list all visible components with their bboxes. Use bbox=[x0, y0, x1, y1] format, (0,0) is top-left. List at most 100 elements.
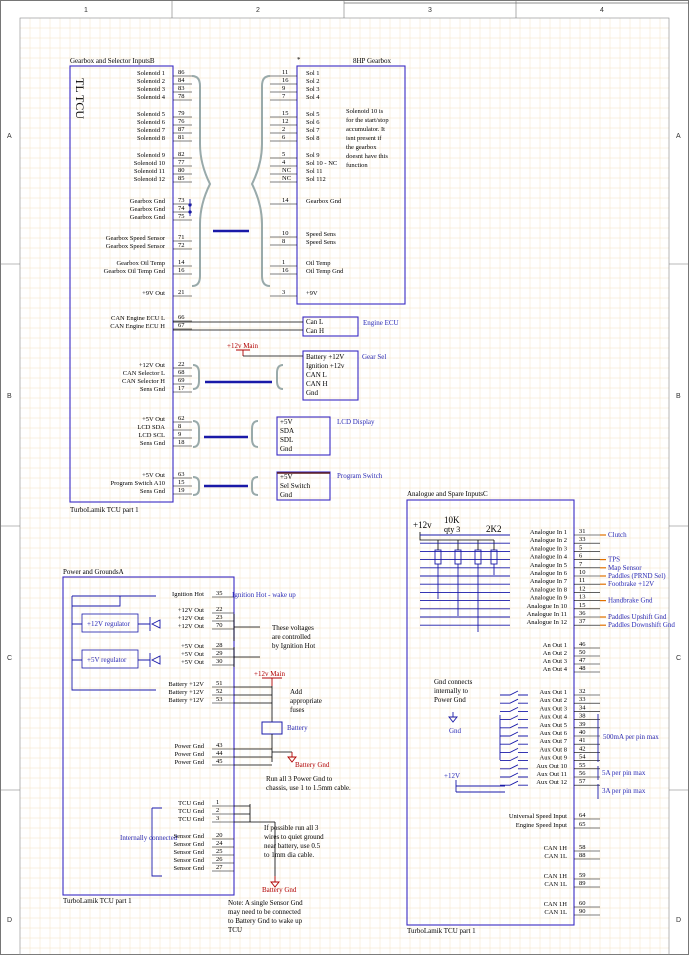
hp-pin-name: Sol 2 bbox=[306, 78, 320, 85]
hp-pin-name: Sol 7 bbox=[306, 127, 320, 134]
tgnd-note-line: wires to quiet ground bbox=[264, 833, 324, 841]
gearbox-pin-number: 66 bbox=[178, 314, 185, 321]
power-pin-name: +12V Out bbox=[178, 607, 204, 614]
lcd-label: LCD Display bbox=[337, 418, 375, 426]
can-name: CAN 1L bbox=[544, 909, 567, 916]
note-line: TCU bbox=[228, 926, 242, 934]
power-pin-name: Power Gnd bbox=[175, 759, 205, 766]
gearbox-pin-name: Sens Gnd bbox=[140, 386, 166, 393]
gearbox-pin-number: 22 bbox=[178, 361, 185, 368]
res-label: qty 3 bbox=[444, 525, 460, 534]
lcd-pin: SDL bbox=[280, 436, 293, 444]
grid-background bbox=[20, 18, 669, 955]
analogue-in-number: 6 bbox=[579, 553, 583, 560]
analogue-in-number: 5 bbox=[579, 544, 582, 551]
power-pin-name: Power Gnd bbox=[175, 751, 205, 758]
gearbox-pin-number: 79 bbox=[178, 110, 185, 117]
gearbox-pin-number: 21 bbox=[178, 289, 185, 296]
gearbox-pin-number: 84 bbox=[178, 77, 185, 84]
main-label: +12v Main bbox=[254, 670, 285, 678]
tgnd-note-line: to 1mm dia cable. bbox=[264, 851, 314, 859]
analog-out-number: 48 bbox=[579, 665, 586, 672]
aux-out-name: Aux Out 2 bbox=[540, 697, 567, 704]
switch-symbol bbox=[500, 723, 528, 729]
gearbox-pin-number: 71 bbox=[178, 234, 185, 241]
block-footer: TurboLamik TCU part 1 bbox=[70, 506, 139, 514]
aux-out-number: 54 bbox=[579, 754, 586, 761]
hp-pin-name: +9V bbox=[306, 290, 318, 297]
power-pin-name: +12V Out bbox=[178, 623, 204, 630]
power-pin-number: 51 bbox=[216, 680, 223, 687]
battery-label: Battery bbox=[287, 724, 308, 732]
can-number: 59 bbox=[579, 872, 586, 879]
power-pin-name: +5V Out bbox=[181, 643, 204, 650]
aux-out-number: 42 bbox=[579, 745, 586, 752]
ignition-note: Ignition Hot - wake up bbox=[232, 591, 296, 599]
power-pin-name: Battery +12V bbox=[168, 697, 204, 704]
switch-symbol bbox=[500, 698, 528, 704]
gearbox-pin-name: LCD SDA bbox=[137, 424, 165, 431]
gearbox-pin-number: 63 bbox=[178, 471, 185, 478]
hp-pin-name: Speed Sens bbox=[306, 239, 336, 246]
row-label: A bbox=[7, 133, 12, 140]
analogue-in-name: Analogue In 2 bbox=[530, 537, 567, 544]
gearbox-pin-number: 74 bbox=[178, 205, 185, 212]
gearbox-pin-number: 62 bbox=[178, 415, 185, 422]
hp-pin-number: 1 bbox=[282, 259, 285, 266]
analogue-in-name: Analogue In 1 bbox=[530, 529, 567, 536]
hp-pin-name: Sol 8 bbox=[306, 135, 320, 142]
power-pin-number: 26 bbox=[216, 856, 223, 863]
power-pin-name: Battery +12V bbox=[168, 689, 204, 696]
power-pin-name: +5V Out bbox=[181, 659, 204, 666]
gearbox-pin-number: 18 bbox=[178, 439, 185, 446]
fuse-note-line: appropriate bbox=[290, 697, 322, 705]
analogue-in-number: 15 bbox=[579, 602, 586, 609]
gearbox-pin-number: 16 bbox=[178, 267, 185, 274]
power-pin-number: 23 bbox=[216, 614, 223, 621]
hp-pin-name: Sol 4 bbox=[306, 94, 320, 101]
row-label: D bbox=[676, 917, 681, 924]
tgnd-note-line: near battery, use 0.5 bbox=[264, 842, 321, 850]
analogue-in-number: 37 bbox=[579, 618, 586, 625]
hp-pin-number: 8 bbox=[282, 238, 285, 245]
note-line: isnt present if bbox=[346, 135, 382, 142]
row-label: A bbox=[676, 133, 681, 140]
analog-out-name: An Out 3 bbox=[543, 658, 567, 665]
can-number: 58 bbox=[579, 844, 586, 851]
analogue-in-name: Analogue In 7 bbox=[530, 578, 568, 585]
col-label: 3 bbox=[428, 7, 432, 14]
analog-out-name: An Out 1 bbox=[543, 642, 567, 649]
gearbox-pin-number: 83 bbox=[178, 85, 185, 92]
power-pin-number: 43 bbox=[216, 742, 223, 749]
hp-pin-number: 11 bbox=[282, 69, 288, 76]
aux-out-name: Aux Out 12 bbox=[536, 779, 567, 786]
pgnd-note-line: chassis, use 1 to 1.5mm cable. bbox=[266, 784, 351, 792]
note-line: Solenoid 10 is bbox=[346, 108, 384, 115]
ecu-pin: Can L bbox=[306, 318, 323, 326]
can-number: 60 bbox=[579, 900, 586, 907]
power-pin-number: 44 bbox=[216, 750, 223, 757]
analog-out-number: 46 bbox=[579, 641, 586, 648]
switch-symbol bbox=[500, 772, 528, 778]
gearbox-pin-number: 81 bbox=[178, 134, 185, 141]
power-pin-number: 53 bbox=[216, 696, 223, 703]
switch-symbol bbox=[500, 739, 528, 745]
gnd-note-line: Power Gnd bbox=[434, 696, 466, 704]
gearbox-pin-name: Solenoid 8 bbox=[137, 135, 165, 142]
gearbox-inputs-block: Gearbox and Selector InputsB TL TCU Turb… bbox=[69, 57, 271, 514]
sel-pin: CAN H bbox=[306, 380, 328, 388]
gearbox-pin-number: 87 bbox=[178, 126, 185, 133]
aux-out-name: Aux Out 11 bbox=[537, 771, 567, 778]
note-line: may need to be connected bbox=[228, 908, 301, 916]
aux-out-number: 40 bbox=[579, 729, 586, 736]
can-name: CAN 1L bbox=[544, 853, 567, 860]
plus12-label: +12V bbox=[444, 772, 460, 780]
gearbox-pin-name: Solenoid 7 bbox=[137, 127, 166, 134]
can-name: CAN 1H bbox=[544, 845, 568, 852]
power-grounds-block: Power and GroundsA TurboLamik TCU part 1… bbox=[62, 568, 351, 934]
gearbox-pin-number: 85 bbox=[178, 175, 185, 182]
pgnd-note-line: Run all 3 Power Gnd to bbox=[266, 775, 333, 783]
